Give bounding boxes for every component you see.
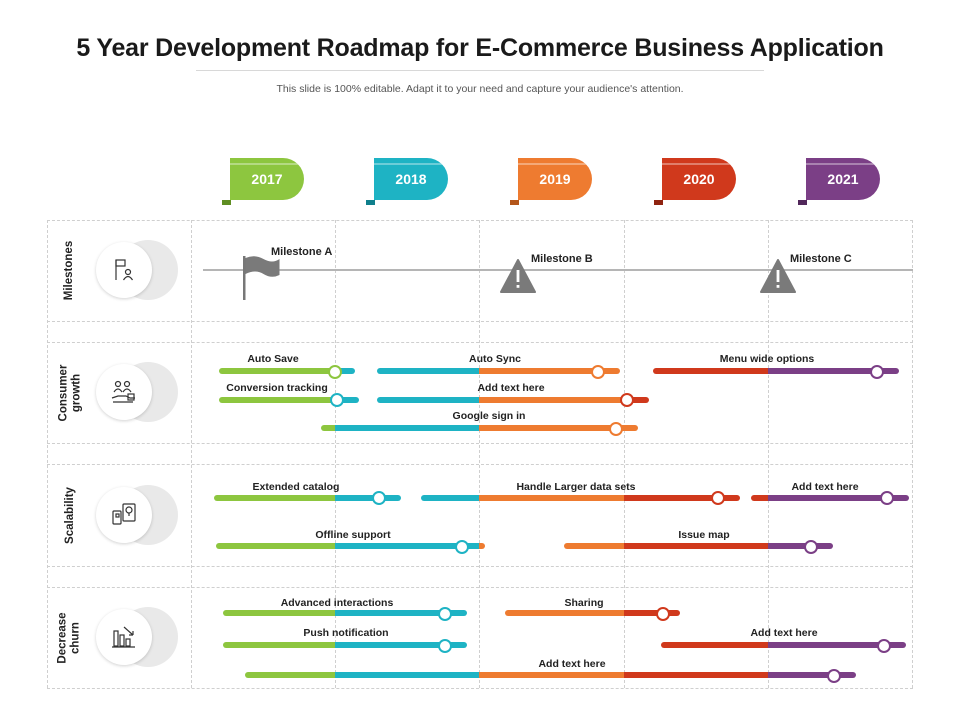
grid-line <box>47 220 48 688</box>
task-label: Google sign in <box>452 410 526 422</box>
grid-line <box>768 220 769 688</box>
task-bar-auto-save <box>219 368 355 374</box>
page-subtitle: This slide is 100% editable. Adapt it to… <box>276 83 684 95</box>
task-end-marker <box>877 639 891 653</box>
row-icon-badge <box>96 605 182 669</box>
year-tag-2021: 2021 <box>798 158 880 205</box>
row-label-milestones: Milestones <box>46 220 94 321</box>
task-bar-add-text-scalability <box>751 495 909 501</box>
grid-line <box>47 688 913 689</box>
grid-line <box>479 220 480 688</box>
task-bar-advanced-interactions <box>223 610 467 616</box>
grid-line <box>912 220 913 688</box>
year-tag-2017: 2017 <box>222 158 304 205</box>
task-label: Push notification <box>303 627 389 639</box>
task-label: Offline support <box>315 529 391 541</box>
year-label: 2017 <box>251 171 283 187</box>
year-label: 2021 <box>827 171 859 187</box>
year-tag-2019: 2019 <box>510 158 592 205</box>
task-label: Add text here <box>750 627 818 639</box>
task-label: Add text here <box>791 481 859 493</box>
grid-line <box>47 464 913 465</box>
task-end-marker <box>455 540 469 554</box>
task-end-marker <box>438 607 452 621</box>
grid-line <box>47 566 913 567</box>
year-label: 2018 <box>395 171 427 187</box>
milestone-label: Milestone B <box>531 253 593 265</box>
task-end-marker <box>609 422 623 436</box>
task-end-marker <box>827 669 841 683</box>
milestone-label: Milestone C <box>790 253 852 265</box>
year-label: 2019 <box>539 171 571 187</box>
task-label: Add text here <box>477 382 545 394</box>
task-label: Add text here <box>538 658 606 670</box>
task-label: Advanced interactions <box>280 597 394 609</box>
task-label: Handle Larger data sets <box>516 481 636 493</box>
growth-people-icon <box>111 380 135 403</box>
task-bar-extended-catalog <box>214 495 401 501</box>
task-bar-push-notification <box>223 642 467 648</box>
grid-line <box>47 220 913 221</box>
grid-line <box>624 220 625 688</box>
task-end-marker <box>591 365 605 379</box>
task-label: Auto Sync <box>469 353 521 365</box>
task-bar-conversion-tracking <box>219 397 359 403</box>
row-icon-badge <box>96 238 182 302</box>
task-bar-add-text-consumer <box>377 397 649 403</box>
milestone-timeline <box>203 269 913 271</box>
flag-person-icon <box>115 259 134 281</box>
task-label: Menu wide options <box>719 353 815 365</box>
grid-line <box>47 443 913 444</box>
row-label-decrease-churn: Decrease churn <box>46 587 94 688</box>
task-bar-handle-larger-data-sets <box>421 495 740 501</box>
grid-line <box>47 342 913 343</box>
flag-icon <box>243 256 280 300</box>
row-label-scalability: Scalability <box>46 464 94 566</box>
bar-decline-icon <box>112 626 135 648</box>
grid-line <box>335 220 336 688</box>
task-end-marker <box>711 491 725 505</box>
task-end-marker <box>804 540 818 554</box>
warning-icon <box>760 259 796 293</box>
devices-idea-icon <box>112 503 136 525</box>
task-end-marker <box>438 639 452 653</box>
task-bar-add-text-churn-1 <box>661 642 906 648</box>
task-bar-issue-map <box>564 543 833 549</box>
task-bar-google-sign-in <box>321 425 638 431</box>
warning-icon <box>500 259 536 293</box>
task-end-marker <box>330 393 344 407</box>
row-label-text: Milestones <box>63 240 76 301</box>
task-label: Conversion tracking <box>226 382 328 394</box>
year-tag-2020: 2020 <box>654 158 736 205</box>
task-label: Auto Save <box>247 353 299 365</box>
milestone-label: Milestone A <box>271 246 333 258</box>
year-label: 2020 <box>683 171 715 187</box>
task-bar-auto-sync <box>377 368 620 374</box>
task-end-marker <box>870 365 884 379</box>
task-end-marker <box>328 365 342 379</box>
row-icon-badge <box>96 360 182 424</box>
row-label-text: Decrease churn <box>57 611 82 664</box>
task-end-marker <box>372 491 386 505</box>
task-label: Extended catalog <box>252 481 340 493</box>
row-label-text: Consumer growth <box>57 364 82 421</box>
task-bar-sharing <box>505 610 680 616</box>
grid-line <box>47 587 913 588</box>
task-bar-menu-wide-options <box>653 368 899 374</box>
year-tag-2018: 2018 <box>366 158 448 205</box>
task-label: Sharing <box>564 597 604 609</box>
page-title: 5 Year Development Roadmap for E-Commerc… <box>76 34 884 62</box>
grid-line <box>191 220 192 688</box>
row-label-consumer-growth: Consumer growth <box>46 342 94 443</box>
title-divider <box>196 70 764 71</box>
task-end-marker <box>656 607 670 621</box>
task-bar-offline-support <box>216 543 485 549</box>
row-icon-badge <box>96 483 182 547</box>
grid-line <box>47 321 913 322</box>
task-bar-add-text-churn-2 <box>245 672 856 678</box>
task-label: Issue map <box>678 529 730 541</box>
task-end-marker <box>620 393 634 407</box>
task-end-marker <box>880 491 894 505</box>
row-label-text: Scalability <box>63 486 76 544</box>
